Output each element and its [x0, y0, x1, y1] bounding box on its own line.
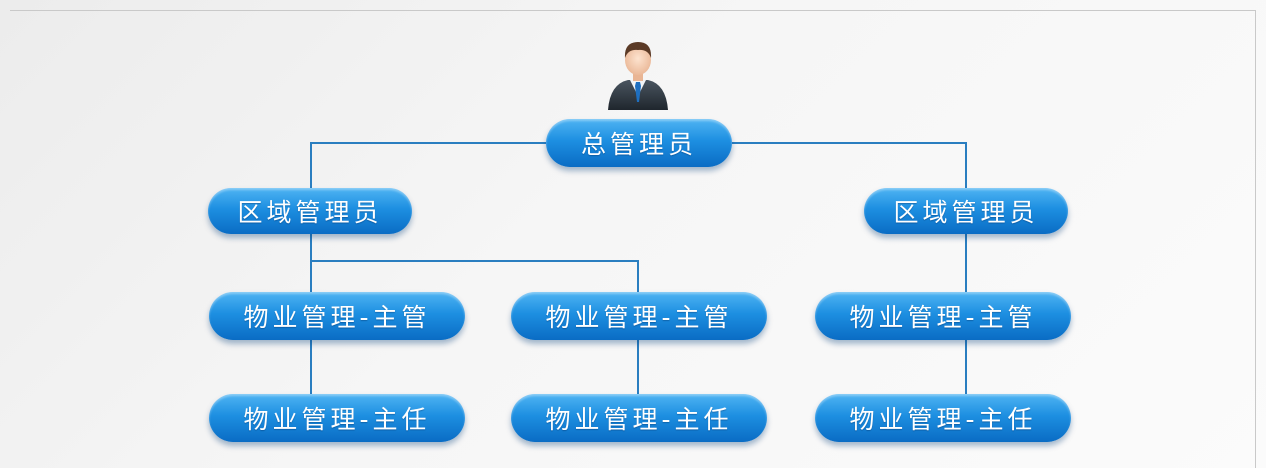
region-node-right: 区域管理员: [864, 188, 1068, 234]
director-node-1: 物业管理-主任: [209, 394, 465, 442]
supervisor-node-label: 物业管理-主管: [243, 303, 431, 332]
frame-border-top: [10, 10, 1256, 11]
director-node-label: 物业管理-主任: [849, 405, 1037, 434]
person-avatar-icon: [608, 42, 668, 110]
connector-root-to-region-left: [310, 142, 546, 188]
director-node-2: 物业管理-主任: [511, 394, 767, 442]
frame-border-right: [1255, 10, 1256, 468]
root-node-label: 总管理员: [580, 130, 697, 159]
supervisor-node-label: 物业管理-主管: [545, 303, 733, 332]
supervisor-node-label: 物业管理-主管: [849, 303, 1037, 332]
supervisor-node-3: 物业管理-主管: [815, 292, 1071, 340]
root-node-general-admin: 总管理员: [546, 119, 732, 167]
director-node-label: 物业管理-主任: [545, 405, 733, 434]
connector-root-to-region-right: [732, 142, 967, 188]
supervisor-node-2: 物业管理-主管: [511, 292, 767, 340]
director-node-label: 物业管理-主任: [243, 405, 431, 434]
supervisor-node-1: 物业管理-主管: [209, 292, 465, 340]
region-node-label: 区域管理员: [237, 198, 383, 227]
region-node-left: 区域管理员: [208, 188, 412, 234]
region-node-label: 区域管理员: [893, 198, 1039, 227]
connector-region-left-to-supervisor-2: [311, 260, 639, 292]
director-node-3: 物业管理-主任: [815, 394, 1071, 442]
